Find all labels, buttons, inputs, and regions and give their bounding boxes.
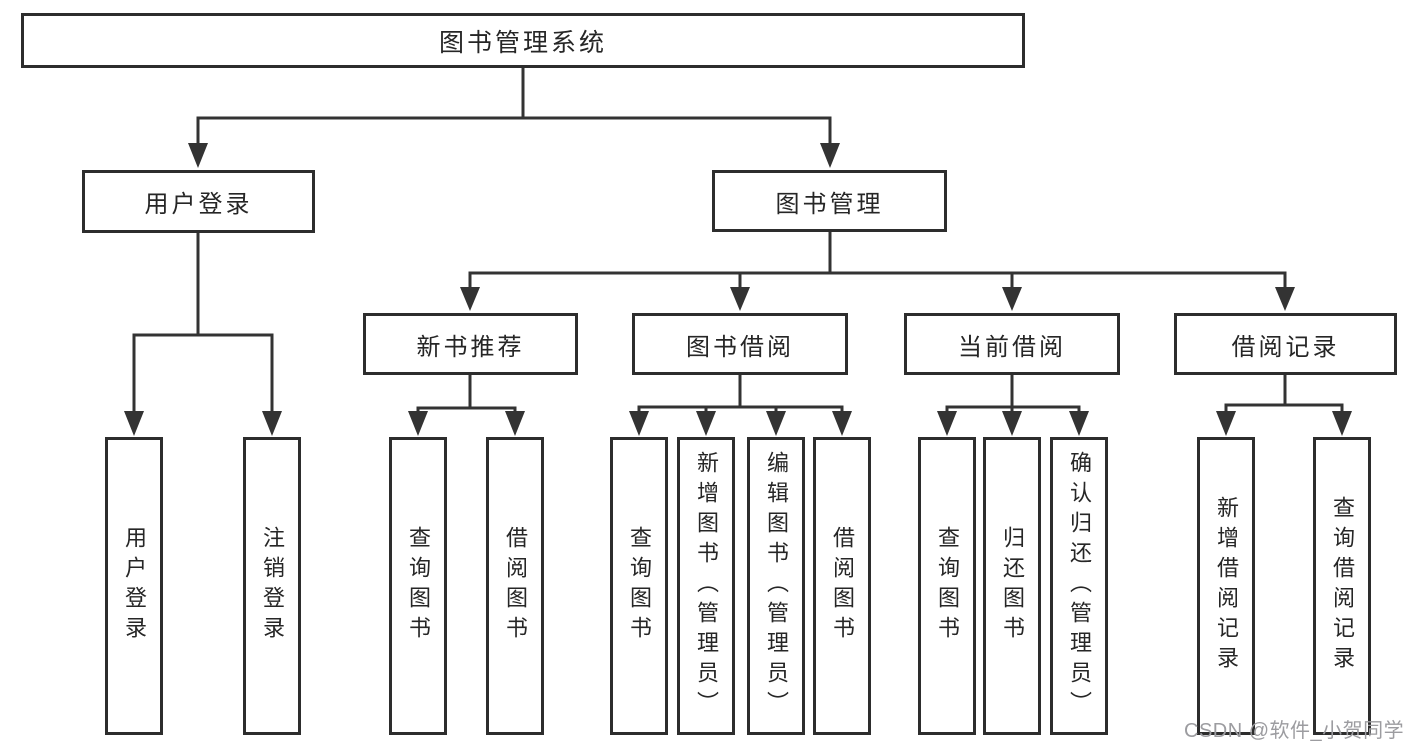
- arrowhead: [408, 411, 428, 436]
- leaf-label: 查询图书: [406, 526, 431, 646]
- arrowhead: [1002, 411, 1022, 436]
- leaf-query-borrow-record: 查询借阅记录: [1313, 437, 1371, 735]
- node-user-login: 用户登录: [82, 170, 315, 233]
- node-book-management-label: 图书管理: [775, 190, 884, 218]
- leaf-label: 归还图书: [1000, 526, 1025, 646]
- csdn-watermark: CSDN @软件_小贺同学: [1184, 720, 1405, 742]
- node-new-book-recommend: 新书推荐: [363, 313, 578, 375]
- arrowhead: [460, 287, 480, 311]
- arrowhead: [696, 411, 716, 436]
- arrowhead: [1069, 411, 1089, 436]
- arrowhead: [188, 143, 208, 168]
- node-current-borrow-label: 当前借阅: [958, 333, 1066, 361]
- leaf-borrow-books-recommend: 借阅图书: [486, 437, 544, 735]
- leaf-query-books-current: 查询图书: [918, 437, 976, 735]
- leaf-query-books-recommend: 查询图书: [389, 437, 447, 735]
- arrowhead: [832, 411, 852, 436]
- arrowhead: [1002, 287, 1022, 311]
- leaf-borrow-books: 借阅图书: [813, 437, 871, 735]
- leaf-label: 查询图书: [935, 526, 960, 646]
- node-new-book-recommend-label: 新书推荐: [416, 333, 525, 361]
- arrowhead: [937, 411, 957, 436]
- leaf-add-borrow-record: 新增借阅记录: [1197, 437, 1255, 735]
- arrowhead: [730, 287, 750, 311]
- leaf-label: 查询借阅记录: [1330, 496, 1355, 676]
- node-system-root-label: 图书管理系统: [438, 28, 607, 57]
- arrowhead: [629, 411, 649, 436]
- node-user-login-label: 用户登录: [144, 191, 253, 218]
- arrowhead: [820, 143, 840, 168]
- leaf-label: 注销登录: [260, 526, 285, 646]
- arrowhead: [1216, 411, 1236, 436]
- node-borrow-record: 借阅记录: [1174, 313, 1397, 375]
- leaf-label: 借阅图书: [503, 526, 528, 646]
- leaf-label: 查询图书: [627, 526, 652, 646]
- arrowhead: [505, 411, 525, 436]
- leaf-edit-books-admin: 编辑图书（管理员）: [747, 437, 805, 735]
- leaf-add-books-admin: 新增图书（管理员）: [677, 437, 735, 735]
- leaf-label: 确认归还（管理员）: [1067, 451, 1092, 721]
- leaf-return-books: 归还图书: [983, 437, 1041, 735]
- node-book-management: 图书管理: [712, 170, 947, 232]
- arrowhead: [262, 411, 282, 436]
- leaf-label: 新增借阅记录: [1214, 496, 1239, 676]
- arrowhead: [124, 411, 144, 436]
- leaf-label: 编辑图书（管理员）: [764, 451, 789, 721]
- arrowhead: [1332, 411, 1352, 436]
- node-book-borrow: 图书借阅: [632, 313, 848, 375]
- leaf-confirm-return-admin: 确认归还（管理员）: [1050, 437, 1108, 735]
- leaf-query-books-borrow: 查询图书: [610, 437, 668, 735]
- node-borrow-record-label: 借阅记录: [1231, 333, 1340, 361]
- leaf-label: 用户登录: [122, 526, 147, 646]
- arrowhead: [1275, 287, 1295, 311]
- node-current-borrow: 当前借阅: [904, 313, 1120, 375]
- leaf-logout: 注销登录: [243, 437, 301, 735]
- leaf-label: 借阅图书: [830, 526, 855, 646]
- leaf-user-login: 用户登录: [105, 437, 163, 735]
- node-book-borrow-label: 图书借阅: [686, 333, 794, 361]
- arrowhead: [766, 411, 786, 436]
- leaf-label: 新增图书（管理员）: [694, 451, 719, 721]
- node-system-root: 图书管理系统: [21, 13, 1025, 68]
